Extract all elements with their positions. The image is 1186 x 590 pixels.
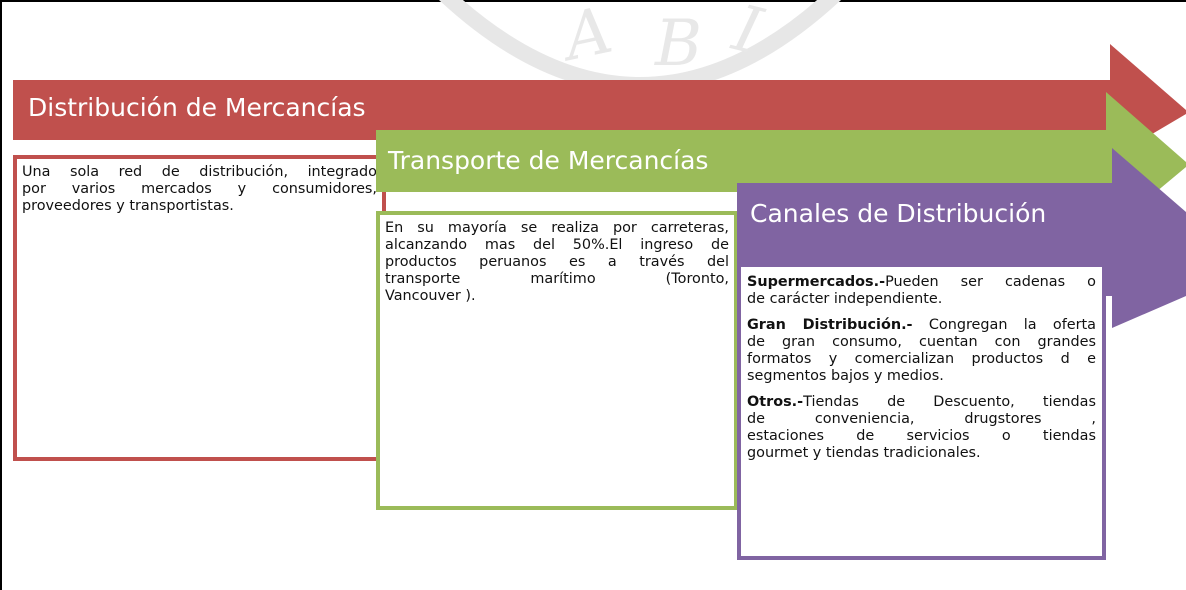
otros-text: Tiendas de Descuento, tiendas <box>803 394 1096 410</box>
box-distribucion-line: por varios mercados y consumidores, <box>22 181 377 197</box>
box-transporte-line: productos peruanos es a través del <box>385 254 729 270</box>
supermercados-text: Pueden ser cadenas o <box>885 274 1096 290</box>
box-distribucion-line: Una sola red de distribución, integrado <box>22 164 377 180</box>
canales-supermercados: Supermercados.-Pueden ser cadenas o de c… <box>747 274 1096 308</box>
otros-text: estaciones de servicios o tiendas <box>747 428 1096 444</box>
arrow-distribucion-title: Distribución de Mercancías <box>28 93 366 122</box>
box-transporte: En su mayoría se realiza por carreteras,… <box>376 211 738 510</box>
box-distribucion: Una sola red de distribución, integrado … <box>13 155 386 461</box>
otros-label: Otros.- <box>747 394 804 410</box>
supermercados-label: Supermercados.- <box>747 274 886 290</box>
gran-distribucion-text: Congregan la oferta <box>912 317 1097 333</box>
otros-text: de conveniencia, drugstores , <box>747 411 1096 427</box>
supermercados-text: de carácter independiente. <box>747 291 943 307</box>
box-transporte-line: En su mayoría se realiza por carreteras, <box>385 220 729 236</box>
canales-gran-distribucion: Gran Distribución.- Congregan la oferta … <box>747 317 1096 385</box>
canales-otros: Otros.-Tiendas de Descuento, tiendas de … <box>747 394 1096 462</box>
gran-distribucion-text: segmentos bajos y medios. <box>747 368 944 384</box>
svg-text:B: B <box>654 7 702 81</box>
gran-distribucion-text: de gran consumo, cuentan con grandes <box>747 334 1096 350</box>
arrow-transporte-title: Transporte de Mercancías <box>388 146 709 175</box>
box-canales: Supermercados.-Pueden ser cadenas o de c… <box>737 263 1106 560</box>
gran-distribucion-text: formatos y comercializan productos d e <box>747 351 1096 367</box>
otros-text: gourmet y tiendas tradicionales. <box>747 445 981 461</box>
gran-distribucion-label: Gran Distribución.- <box>747 317 913 333</box>
box-transporte-line: transporte marítimo (Toronto, <box>385 271 729 287</box>
arrow-canales-title: Canales de Distribución <box>750 199 1047 228</box>
box-transporte-line: alcanzando mas del 50%.El ingreso de <box>385 237 729 253</box>
box-distribucion-line: proveedores y transportistas. <box>22 198 234 214</box>
box-transporte-line: Vancouver ). <box>385 288 476 304</box>
